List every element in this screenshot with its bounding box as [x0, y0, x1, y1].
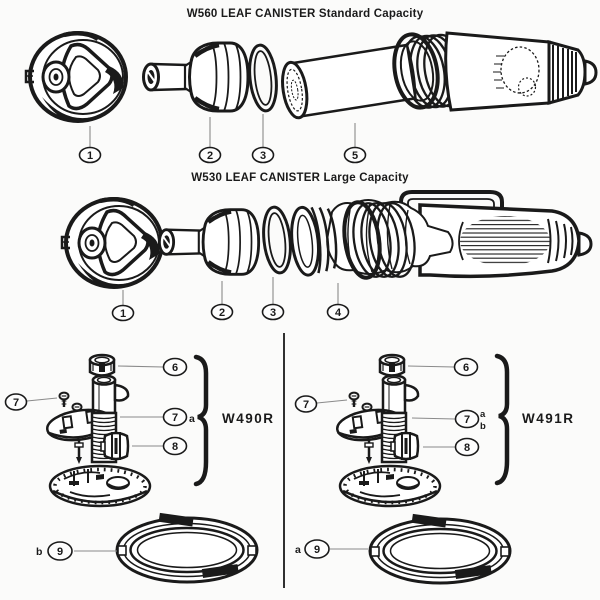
callout-bubble [304, 539, 330, 559]
callout-bubble [261, 303, 285, 321]
callout-w491r-ring: a 9 [295, 539, 368, 559]
callout-w560-fitting: 2 [198, 117, 222, 164]
w491r-assembly-drawing [335, 355, 440, 506]
svg-text:6: 6 [463, 362, 469, 374]
svg-text:3: 3 [270, 307, 276, 319]
svg-text:1: 1 [87, 150, 93, 162]
callout-bubble [454, 437, 480, 457]
prefix-a: a [295, 544, 301, 556]
w530-handle [399, 190, 504, 212]
callout-bubble [162, 407, 188, 427]
w560-lid-part [26, 33, 126, 121]
callout-w490r-ring: b 9 [36, 541, 117, 561]
callout-w490r-tube: 7 a [120, 407, 195, 427]
w491r-label: W491R [522, 411, 575, 426]
w560-canister-body [402, 31, 598, 112]
w490r-assembly-drawing [45, 355, 150, 506]
svg-text:8: 8 [172, 441, 178, 453]
callout-bubble [47, 541, 73, 561]
callout-bubble [210, 303, 234, 321]
w490r-brace [196, 357, 206, 484]
w530-exploded-view: 1 2 3 4 [62, 190, 593, 322]
suffix-a: a [480, 409, 486, 420]
w530-lid-part [62, 199, 162, 287]
callout-w490r-valve: 8 [132, 436, 188, 456]
prefix-b: b [36, 546, 42, 558]
w490r-lock-ring [115, 511, 259, 584]
callout-w491r-valve: 8 [423, 437, 480, 457]
svg-text:7: 7 [13, 397, 19, 409]
callout-w490r-screw: 7 [4, 393, 58, 411]
w490r-label: W490R [222, 411, 275, 426]
svg-text:7: 7 [464, 414, 470, 426]
w530-mouth-rim [342, 200, 382, 280]
svg-text:7: 7 [303, 399, 309, 411]
w530-title: W530 LEAF CANISTER Large Capacity [191, 172, 409, 184]
callout-bubble [453, 357, 479, 377]
callout-bubble [326, 303, 350, 321]
w530-bag-collar [290, 205, 338, 277]
callout-w560-basket: 5 [343, 123, 367, 164]
callout-bubble [111, 304, 135, 322]
callout-w491r-screw: 7 [294, 395, 348, 413]
callout-bubble [251, 146, 275, 164]
svg-text:2: 2 [207, 150, 213, 162]
w491r-kit: W491R 6 7 7 a b 8 a 9 [294, 355, 575, 585]
callout-bubble [454, 409, 480, 429]
svg-text:1: 1 [120, 308, 126, 320]
callout-w530-lid: 1 [111, 290, 135, 322]
svg-text:2: 2 [219, 307, 225, 319]
svg-text:4: 4 [335, 307, 342, 319]
callout-w560-lid: 1 [78, 126, 102, 164]
callout-w560-oring: 3 [251, 114, 275, 164]
callout-w530-bag: 4 [326, 283, 350, 321]
w491r-brace [497, 356, 507, 483]
svg-text:5: 5 [352, 150, 358, 162]
callout-bubble [78, 146, 102, 164]
w491r-lock-ring [368, 512, 512, 585]
w560-fitting-part [144, 43, 249, 111]
callout-bubble [162, 357, 188, 377]
w530-oring-part [259, 204, 295, 276]
w560-mesh-basket [281, 43, 417, 120]
callout-w491r-cap: 6 [407, 357, 479, 377]
svg-text:7: 7 [172, 412, 178, 424]
w560-title: W560 LEAF CANISTER Standard Capacity [187, 8, 424, 20]
suffix-b: b [480, 421, 486, 432]
callout-bubble [198, 146, 222, 164]
w560-exploded-view: 1 2 3 5 [26, 31, 598, 164]
callout-bubble [343, 146, 367, 164]
w490r-kit: W490R 6 7 7 a 8 b 9 [4, 355, 275, 584]
w530-canister-body [399, 190, 593, 279]
svg-text:6: 6 [172, 362, 178, 374]
callout-w491r-tube: 7 a b [411, 409, 486, 432]
callout-bubble [4, 393, 28, 411]
svg-text:9: 9 [57, 546, 63, 558]
svg-text:3: 3 [260, 150, 266, 162]
w530-fitting-part [159, 210, 258, 275]
callout-w530-oring: 3 [261, 277, 285, 321]
svg-text:9: 9 [314, 544, 320, 556]
callout-w490r-cap: 6 [117, 357, 188, 377]
w560-canister-mouth-rim [392, 32, 440, 110]
callout-bubble [294, 395, 318, 413]
callout-w530-fitting: 2 [210, 281, 234, 321]
w560-canister-mouth-inner-rim [399, 40, 435, 102]
w560-oring-part [245, 42, 281, 114]
svg-text:8: 8 [464, 442, 470, 454]
suffix-a: a [189, 413, 195, 425]
callout-bubble [162, 436, 188, 456]
